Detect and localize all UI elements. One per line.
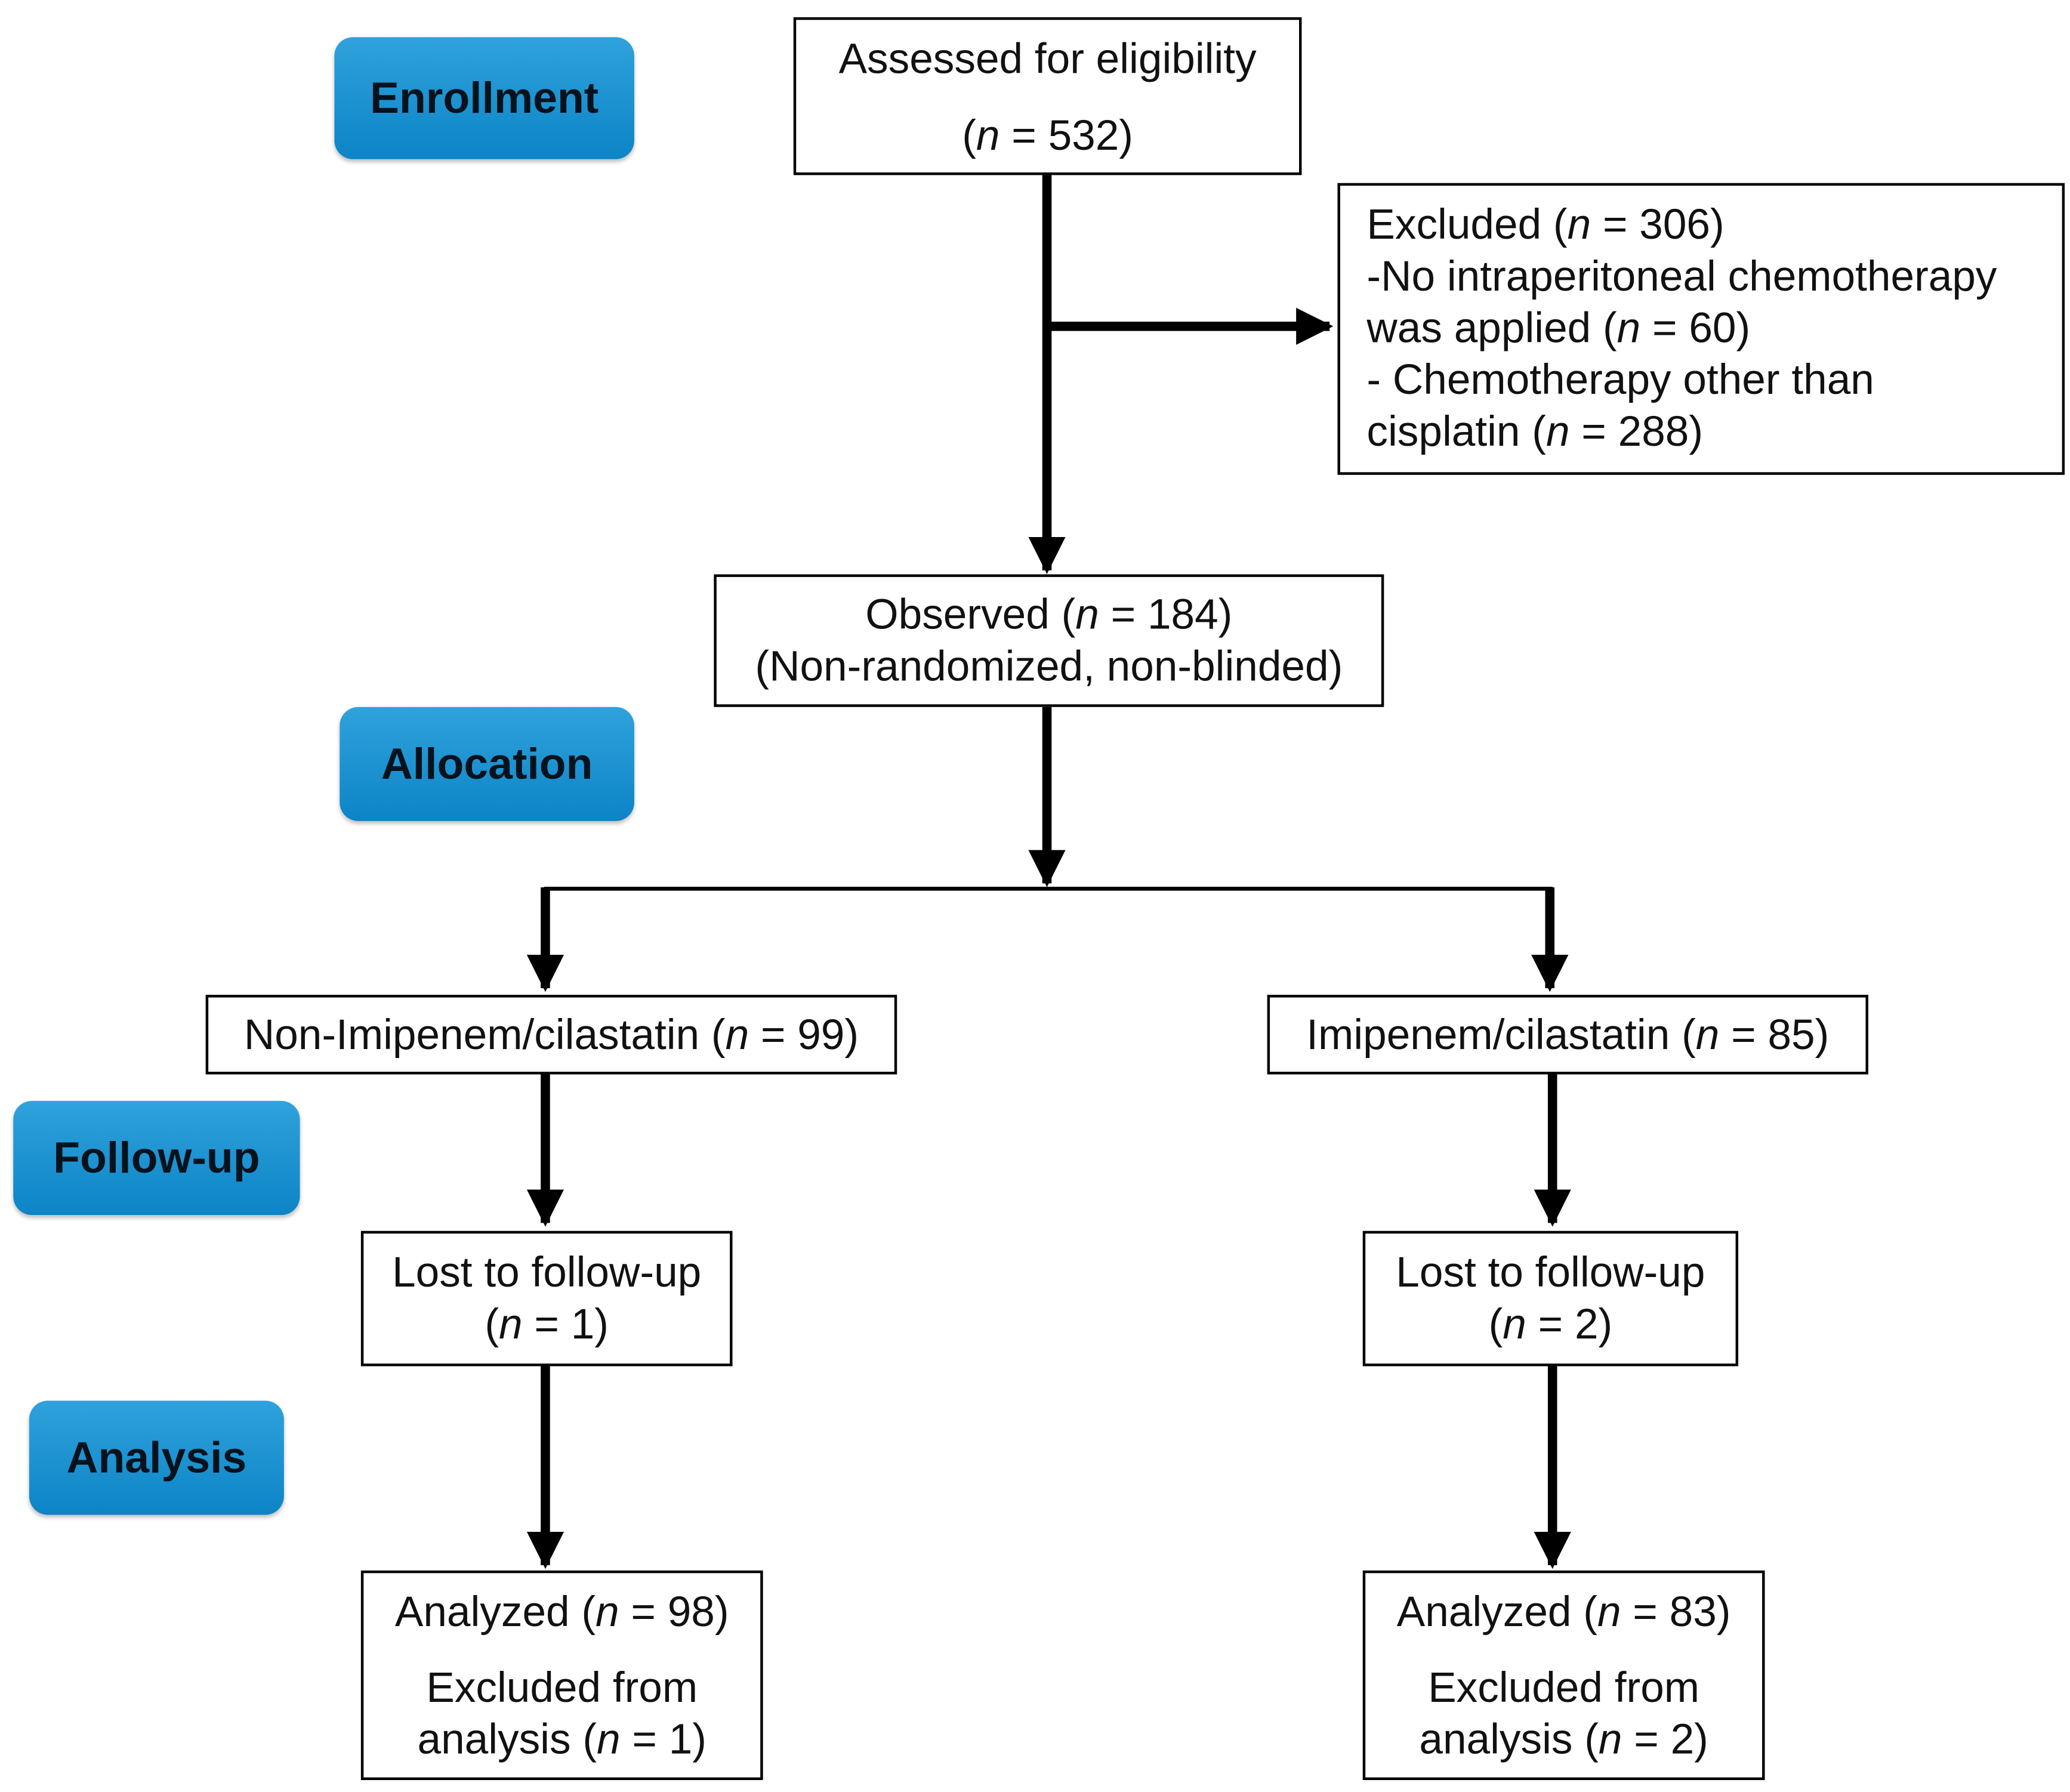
lost-follow-up-right-box: Lost to follow-up (n = 2) [1362,1230,1739,1367]
assessed-box: Assessed for eligibility (n = 532) [793,17,1302,175]
excluded-reason-1-count: was applied (n = 60) [1366,304,1751,352]
lost-follow-up-right-count: (n = 2) [1488,1300,1613,1348]
analyzed-right-count: Analyzed (n = 83) [1396,1587,1731,1635]
excluded-reason-1: -No intraperitoneal chemotherapy [1366,252,1997,300]
stage-follow-up: Follow-up [13,1100,300,1216]
observed-subtitle: (Non-randomized, non-blinded) [755,641,1343,690]
stage-analysis: Analysis [29,1401,284,1515]
assessed-count: (n = 532) [962,110,1134,159]
lost-follow-up-right-label: Lost to follow-up [1396,1248,1705,1296]
analyzed-left-count: Analyzed (n = 98) [394,1587,729,1635]
excluded-analysis-right-count: analysis (n = 2) [1419,1714,1708,1762]
excluded-analysis-left-count: analysis (n = 1) [417,1714,707,1762]
arm-imipenem-label: Imipenem/cilastatin (n = 85) [1306,1010,1830,1058]
observed-title: Observed (n = 184) [865,590,1233,639]
arm-non-imipenem-box: Non-Imipenem/cilastatin (n = 99) [205,995,897,1075]
lost-follow-up-left-box: Lost to follow-up (n = 1) [360,1230,733,1367]
lost-follow-up-left-count: (n = 1) [485,1300,609,1348]
lost-follow-up-left-label: Lost to follow-up [392,1248,702,1296]
excluded-title: Excluded (n = 306) [1366,200,1725,248]
arm-imipenem-box: Imipenem/cilastatin (n = 85) [1267,995,1868,1075]
analyzed-right-box: Analyzed (n = 83) Excluded from analysis… [1362,1570,1765,1780]
assessed-label: Assessed for eligibility [838,33,1257,82]
excluded-box: Excluded (n = 306) -No intraperitoneal c… [1337,183,2065,475]
stage-allocation: Allocation [340,707,634,821]
excluded-reason-2-count: cisplatin (n = 288) [1366,407,1704,455]
analyzed-left-box: Analyzed (n = 98) Excluded from analysis… [360,1570,763,1780]
stage-enrollment: Enrollment [334,37,634,159]
arm-non-imipenem-label: Non-Imipenem/cilastatin (n = 99) [243,1010,859,1058]
excluded-reason-2: - Chemotherapy other than [1366,355,1874,403]
excluded-analysis-left-label: Excluded from [426,1663,698,1711]
observed-box: Observed (n = 184) (Non-randomized, non-… [714,574,1384,707]
excluded-analysis-right-label: Excluded from [1428,1663,1700,1711]
